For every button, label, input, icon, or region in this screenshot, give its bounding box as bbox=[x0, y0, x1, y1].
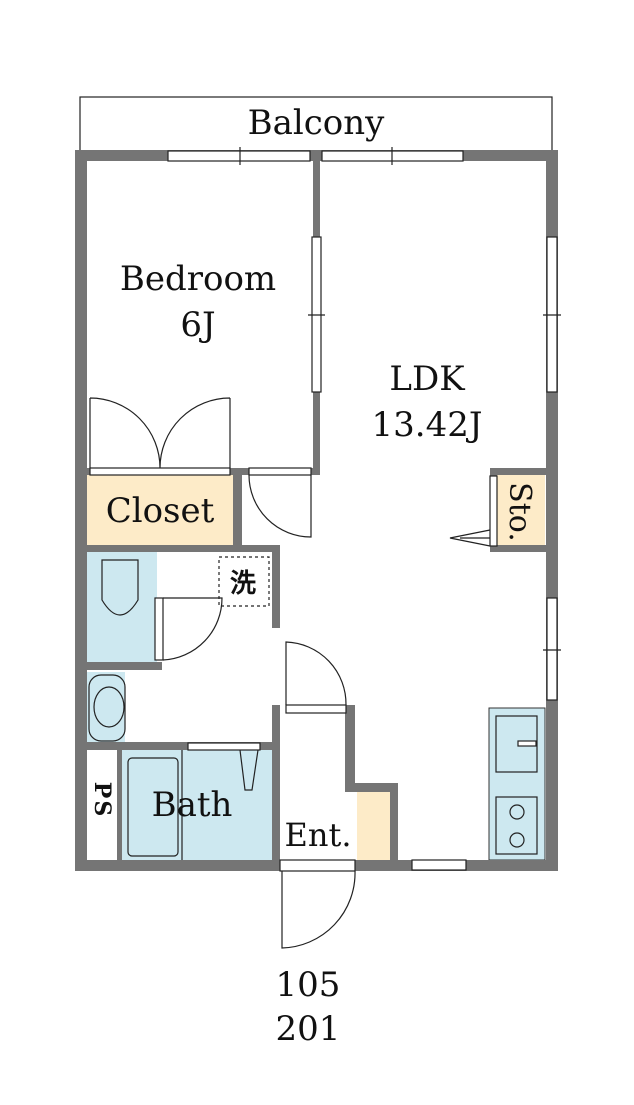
unit-number-1: 105 bbox=[276, 965, 341, 1005]
doors bbox=[89, 397, 498, 949]
storage-area bbox=[497, 475, 545, 547]
windows bbox=[167, 147, 561, 871]
closet-area bbox=[87, 475, 234, 546]
balcony bbox=[79, 96, 553, 153]
unit-number-2: 201 bbox=[276, 1009, 341, 1049]
washbasin-icon bbox=[93, 686, 125, 728]
stove-icon bbox=[495, 796, 538, 855]
bathtub-icon bbox=[127, 757, 179, 857]
storage-label: Sto. bbox=[502, 482, 537, 542]
toilet-room bbox=[87, 552, 157, 664]
ps-label: PS bbox=[89, 782, 115, 818]
sink-icon bbox=[495, 715, 538, 773]
washer-label: 洗 bbox=[230, 569, 256, 599]
toilet-icon bbox=[101, 559, 139, 616]
bath-label: Bath bbox=[152, 785, 233, 825]
bath-area bbox=[122, 750, 272, 860]
washbasin-area bbox=[87, 672, 125, 742]
entrance-step bbox=[357, 792, 390, 860]
bedroom-label: Bedroom bbox=[120, 259, 276, 299]
ldk-size: 13.42J bbox=[372, 405, 483, 445]
ldk-label: LDK bbox=[389, 359, 465, 399]
closet-label: Closet bbox=[106, 491, 215, 531]
entrance-label: Ent. bbox=[285, 816, 352, 854]
balcony-label: Balcony bbox=[248, 103, 386, 143]
bedroom-size: 6J bbox=[180, 305, 215, 345]
fixtures bbox=[88, 556, 538, 860]
